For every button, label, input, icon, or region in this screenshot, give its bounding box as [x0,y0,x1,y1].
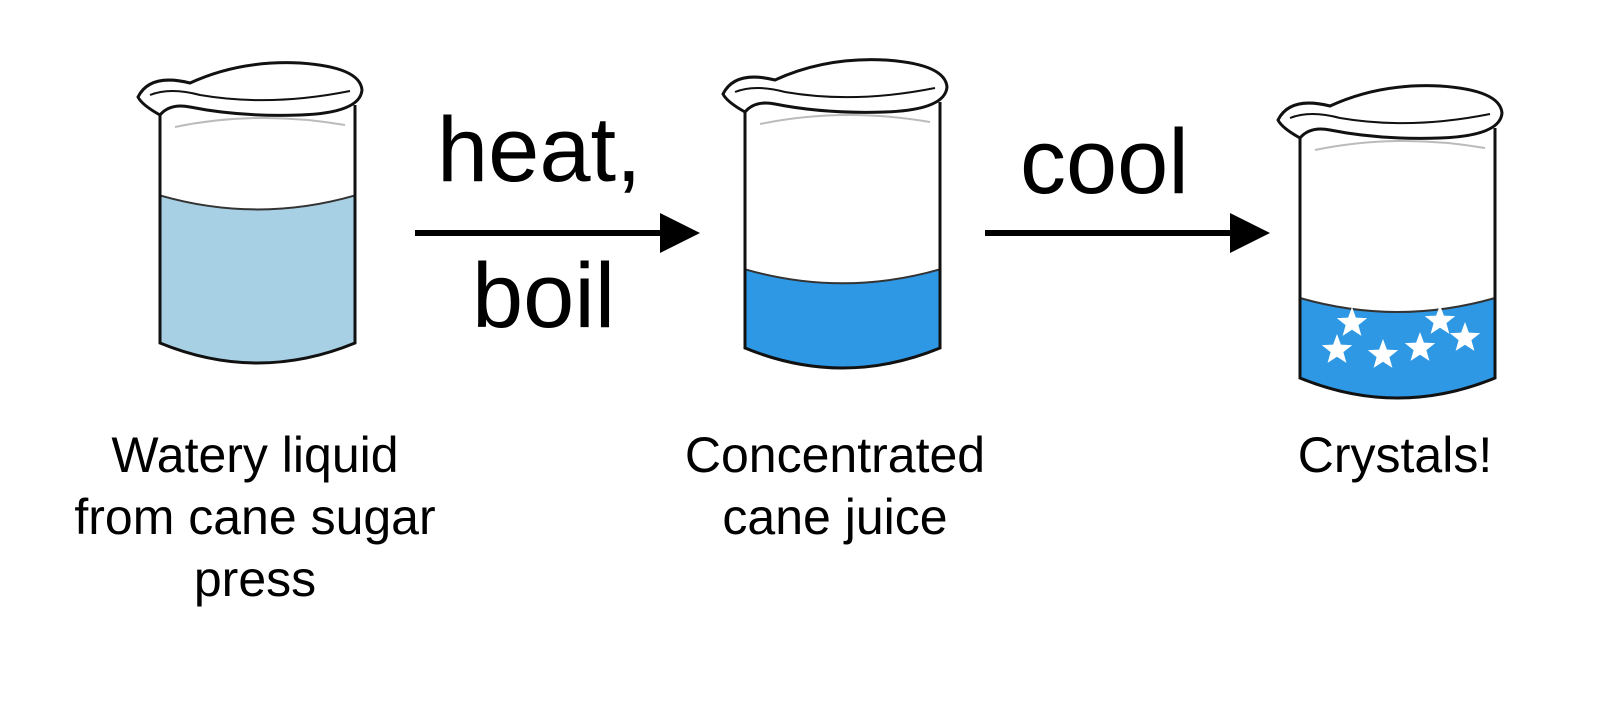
arrow-cool [985,213,1270,253]
crystal-star-icon [1424,305,1456,334]
liquid-surface [159,194,356,211]
crystal-star-icon [1336,307,1368,336]
crystal-star-icon [1367,339,1399,368]
beaker-rim-shadow [1314,140,1486,151]
label-concentrated-juice: Concentrated cane juice [610,424,1060,548]
crystal-star-icon [1404,332,1436,361]
beaker-rim-inner [1289,113,1491,125]
liquid-surface [744,268,941,285]
label-line: cane juice [722,489,948,545]
label-line: Crystals! [1297,427,1493,483]
liquid [745,269,940,368]
beaker-rim [721,58,949,114]
crystal-star-icon [1449,322,1481,351]
beaker-rim [136,61,364,117]
liquid [160,195,355,363]
arrow-label-boil: boil [472,245,616,347]
liquid-surface [1299,297,1496,313]
beaker-rim-shadow [174,117,346,128]
arrow-label-cool: cool [1020,111,1189,213]
beaker-concentrated-juice [721,58,949,370]
label-crystals: Crystals! [1195,424,1595,486]
beaker-rim-inner [734,87,936,99]
label-line: Watery liquid [111,427,399,483]
beaker-watery-liquid [136,61,364,365]
arrow-label-heat: heat, [437,99,642,201]
beaker-rim [1276,84,1504,140]
label-watery-liquid: Watery liquid from cane sugar press [30,424,480,610]
label-line: press [193,551,317,607]
beaker-crystals [1276,84,1504,400]
label-line: from cane sugar [74,489,436,545]
crystal-star-icon [1321,334,1353,363]
arrow-heat-boil [415,213,700,253]
label-line: Concentrated [684,427,986,483]
beaker-rim-shadow [759,114,931,125]
beaker-body [158,105,357,365]
beaker-body [743,102,942,370]
beaker-rim-inner [149,90,351,102]
beaker-body [1298,128,1497,400]
